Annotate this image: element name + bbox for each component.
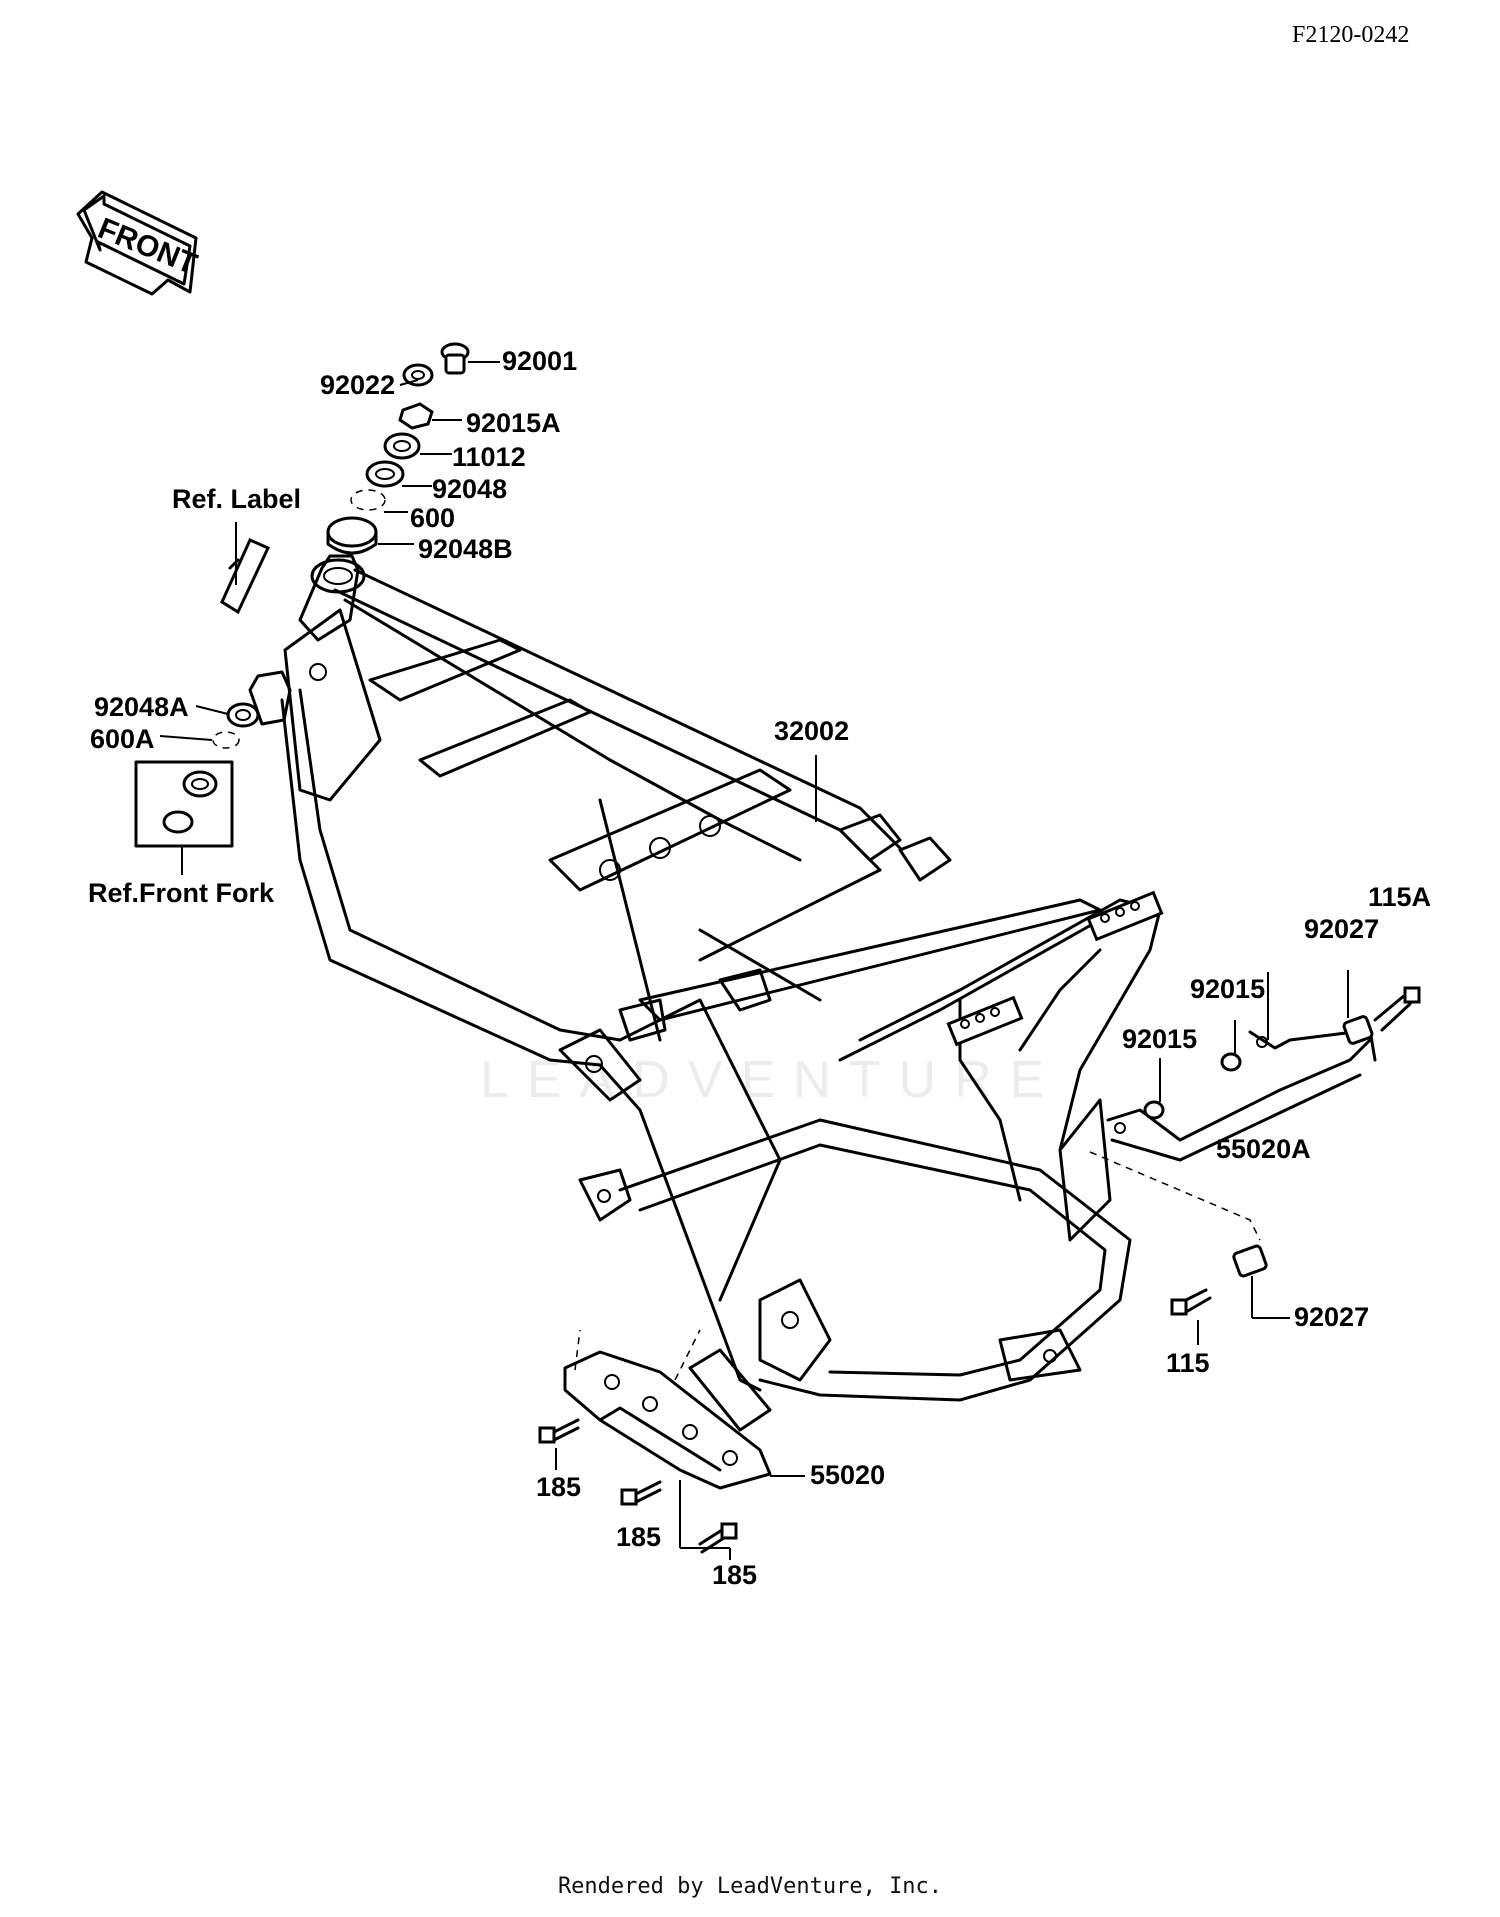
callout-115: 115 xyxy=(1166,1348,1210,1378)
rear-bracket-55020A xyxy=(1089,1028,1377,1241)
callout-ref-front-fork: Ref.Front Fork xyxy=(88,878,274,908)
callout-ref-label: Ref. Label xyxy=(172,484,302,514)
callout-92015-a: 92015 xyxy=(1190,974,1266,1004)
footer-credit: Rendered by LeadVenture, Inc. xyxy=(557,1874,943,1899)
lower-bearing-parts xyxy=(134,702,260,875)
callout-92001: 92001 xyxy=(502,346,578,376)
leader-lines xyxy=(159,361,1290,1319)
callout-92048B: 92048B xyxy=(418,534,513,564)
callout-92027-bottom: 92027 xyxy=(1294,1302,1370,1332)
callout-32002: 32002 xyxy=(774,716,850,746)
callout-92015A: 92015A xyxy=(466,408,561,438)
callout-92048A: 92048A xyxy=(94,692,189,722)
steering-stem-parts xyxy=(310,342,470,594)
ref-label-decal xyxy=(220,522,271,615)
callout-92027-top: 92027 xyxy=(1304,914,1380,944)
callout-185-b: 185 xyxy=(616,1522,662,1552)
front-arrow-icon: FRONT xyxy=(76,190,202,296)
callout-11012: 11012 xyxy=(452,442,526,472)
callout-92015-b: 92015 xyxy=(1122,1024,1198,1054)
bolts-185 xyxy=(538,1418,738,1560)
skid-plate-55020 xyxy=(563,1329,805,1490)
callout-92048: 92048 xyxy=(432,474,508,504)
callout-185-c: 185 xyxy=(712,1560,758,1590)
watermark: LEADVENTURE xyxy=(480,1051,1063,1109)
callout-600A: 600A xyxy=(90,724,155,754)
callout-115A: 115A xyxy=(1368,882,1432,912)
front-arrow-label: FRONT xyxy=(93,212,201,281)
callout-55020A: 55020A xyxy=(1216,1134,1311,1164)
callout-55020: 55020 xyxy=(810,1460,886,1490)
callout-600: 600 xyxy=(410,503,456,533)
rear-hardware xyxy=(1143,970,1421,1345)
callout-92022: 92022 xyxy=(320,370,396,400)
main-frame-32002 xyxy=(248,554,1164,1402)
diagram-code: F2120-0242 xyxy=(1292,22,1410,48)
callout-185-a: 185 xyxy=(536,1472,582,1502)
